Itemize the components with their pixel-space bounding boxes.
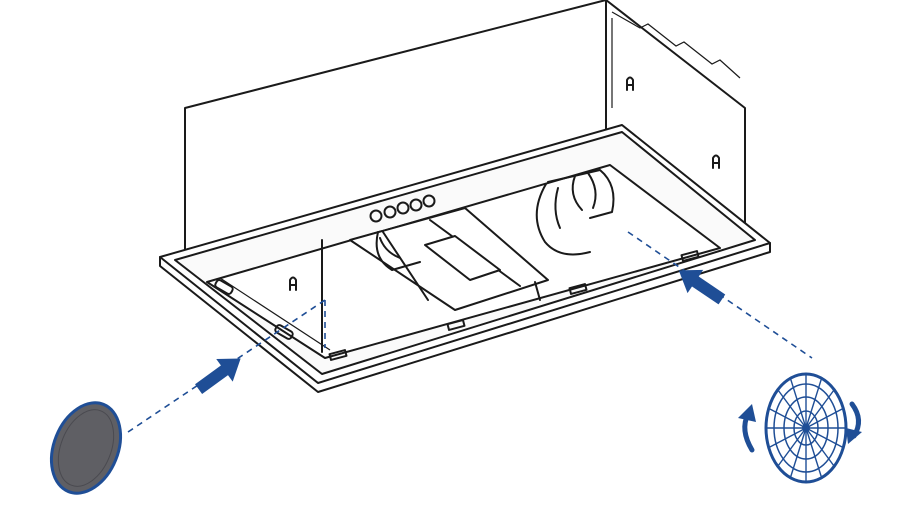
control-button	[369, 209, 383, 223]
control-button	[409, 198, 423, 212]
carbon-filter	[764, 372, 848, 484]
control-button	[383, 205, 397, 219]
rotate-arrow-icon	[846, 401, 862, 444]
mounting-slot-icon	[626, 76, 634, 91]
control-button	[396, 201, 410, 215]
control-button	[422, 194, 436, 208]
insert-arrow-icon	[678, 269, 726, 305]
control-buttons	[369, 194, 436, 223]
insert-arrow-icon	[195, 358, 241, 394]
hood-back-box	[184, 0, 746, 251]
rotate-arrow-icon	[738, 404, 756, 453]
mounting-slot-icon	[712, 154, 720, 169]
blower-motor-right	[535, 169, 615, 256]
centre-channel	[321, 207, 549, 353]
mounting-slot-icon	[289, 276, 297, 291]
grease-filter	[49, 401, 123, 495]
blower-motor-left	[375, 231, 421, 271]
